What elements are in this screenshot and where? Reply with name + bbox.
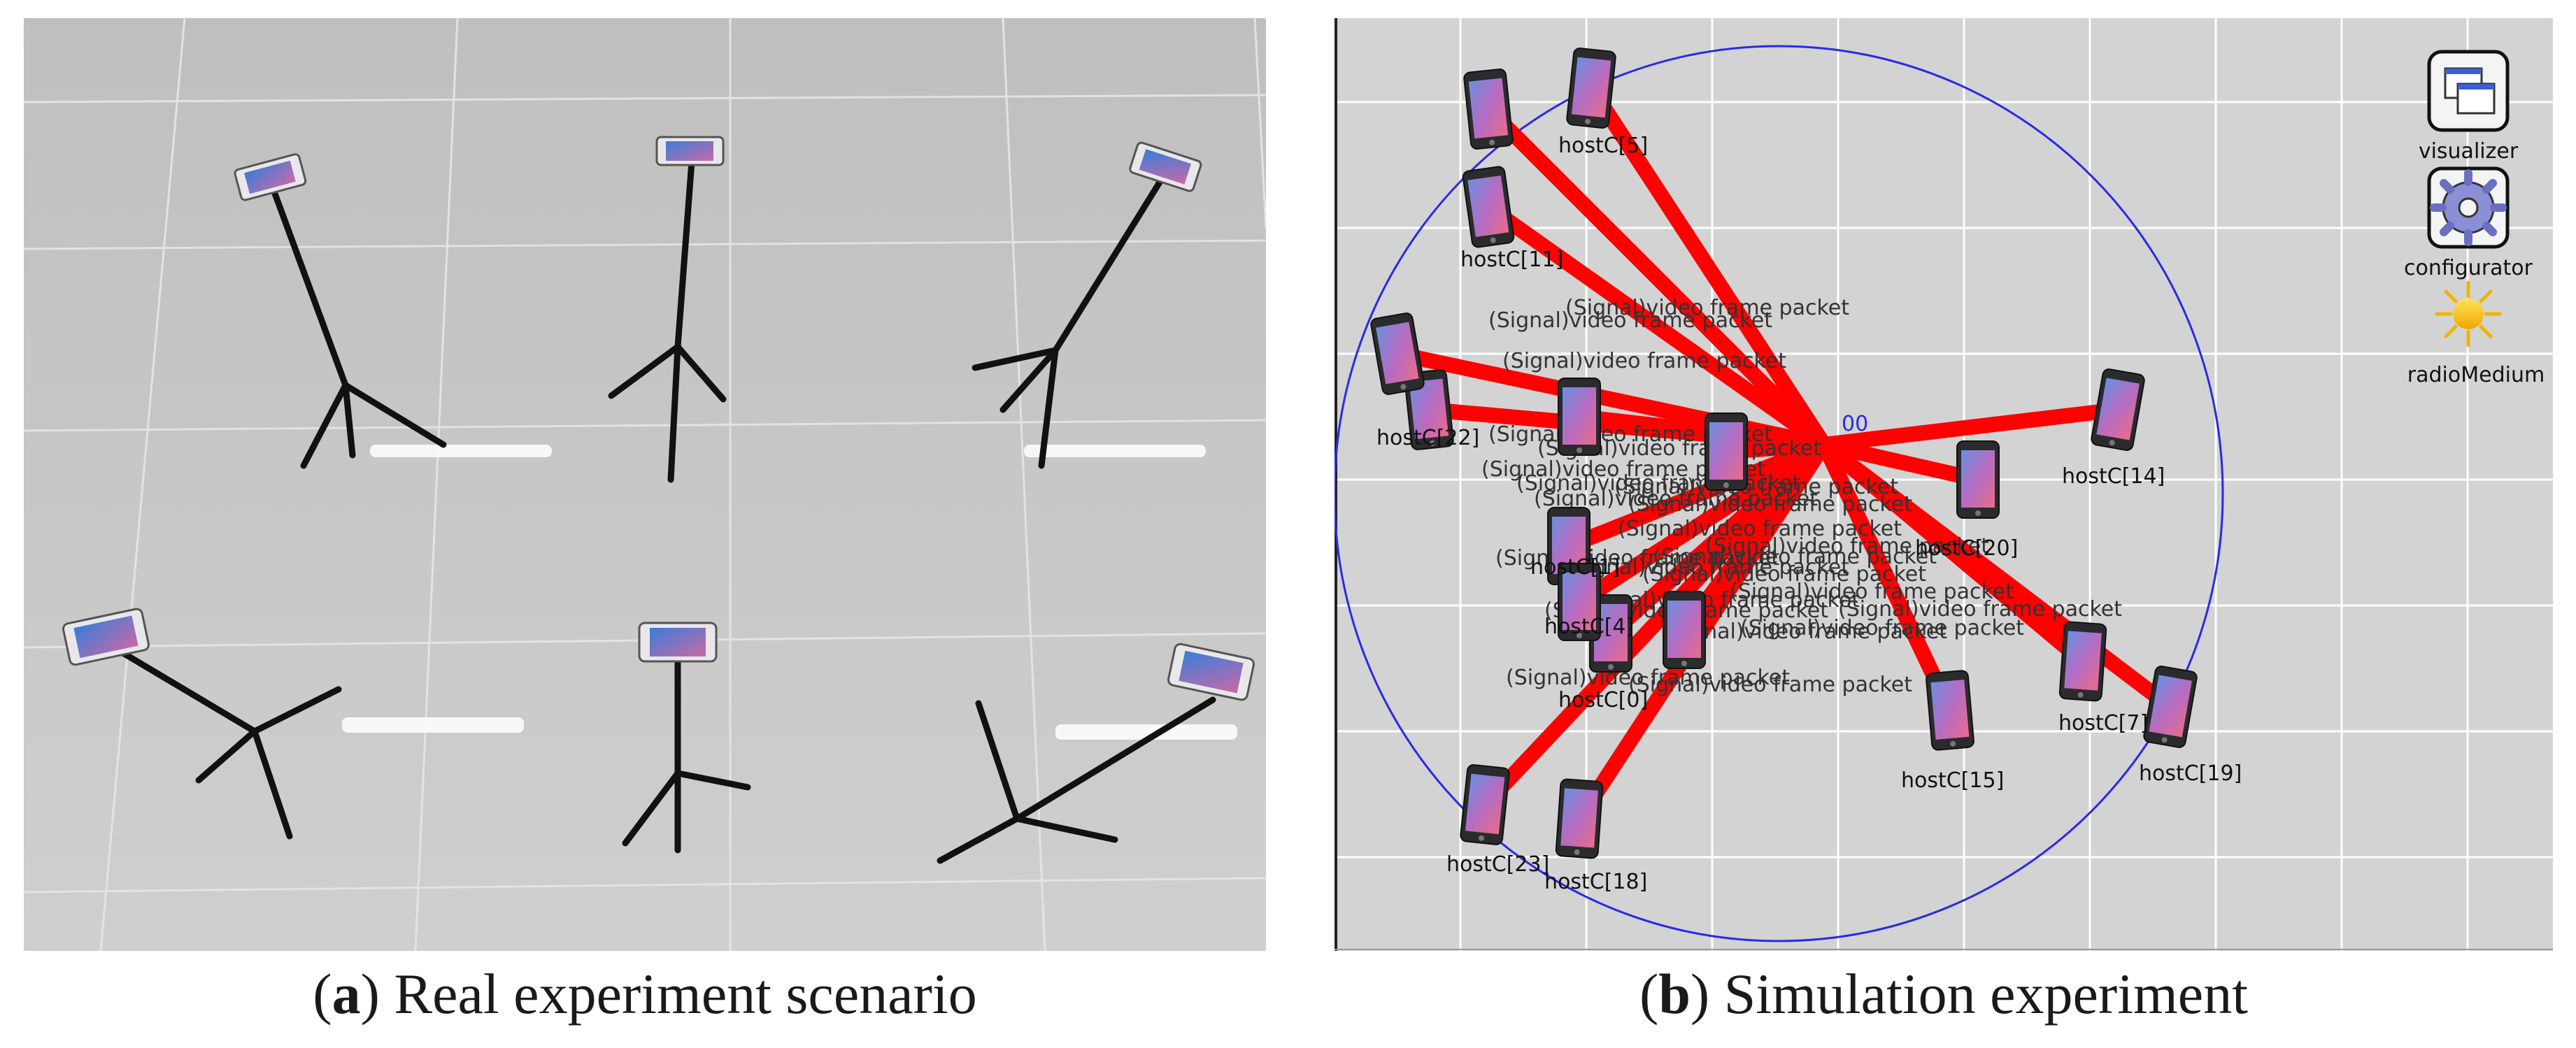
packet-label: (Signal)video frame packet bbox=[1488, 308, 1772, 333]
packet-label: (Signal)video frame packet bbox=[1663, 619, 1947, 644]
range-circle bbox=[1335, 45, 2224, 942]
host-label: hostC[15] bbox=[1901, 768, 2004, 793]
host-phone-icon[interactable] bbox=[1460, 764, 1510, 845]
packet-label: (Signal)video frame packet bbox=[1502, 349, 1786, 373]
host-label: hostC[18] bbox=[1544, 870, 1647, 894]
simulation-canvas: (Signal)video frame packet(Signal)video … bbox=[1335, 18, 2553, 951]
host-label: hostC[22] bbox=[1376, 426, 1479, 450]
packet-label: (Signal)video frame packet bbox=[1565, 296, 1849, 320]
host-phone-icon[interactable] bbox=[2091, 368, 2145, 452]
red-link-extra-4 bbox=[1677, 437, 1832, 638]
host-phone-icon[interactable] bbox=[1705, 412, 1748, 491]
packet-label: (Signal)video frame packet bbox=[1618, 517, 1902, 541]
radio-medium-icon[interactable] bbox=[2435, 280, 2502, 347]
red-link-h4 bbox=[1572, 437, 1832, 610]
packet-label: (Signal)video frame packet bbox=[1495, 546, 1779, 570]
red-link-h15 bbox=[1816, 437, 1958, 718]
host-label: hostC[1] bbox=[1530, 555, 1620, 580]
caption-b-letter: b bbox=[1658, 962, 1691, 1026]
host-phone-icon[interactable] bbox=[2058, 621, 2107, 702]
red-link-h19 bbox=[1816, 437, 2178, 715]
packet-label: (Signal)video frame packet bbox=[1653, 545, 1937, 569]
packet-label: (Signal)video frame packet bbox=[1628, 673, 1912, 697]
red-link-h5 bbox=[1584, 80, 1832, 452]
caption-b: (b) Simulation experiment bbox=[1639, 962, 2248, 1026]
caption-a-letter: a bbox=[332, 962, 361, 1026]
packet-label: (Signal)video frame packet bbox=[1730, 580, 2014, 604]
photo-illustration bbox=[24, 18, 1266, 951]
host-label: hostC[23] bbox=[1446, 852, 1549, 877]
host-label: hostC[19] bbox=[2139, 761, 2242, 786]
caption-a: (a) Real experiment scenario bbox=[313, 962, 977, 1026]
host-phone-icon[interactable] bbox=[1463, 69, 1514, 150]
host-phone-icon[interactable] bbox=[1558, 563, 1601, 641]
red-link-h1 bbox=[1561, 437, 1832, 554]
packet-label: (Signal)video frame packet bbox=[1838, 597, 2122, 622]
host-phone-icon[interactable] bbox=[2143, 666, 2198, 749]
packet-label: (Signal)video frame packet bbox=[1642, 562, 1926, 587]
host-phone-icon[interactable] bbox=[1555, 778, 1604, 859]
packet-label: (Signal)video frame packet bbox=[1516, 471, 1800, 496]
packet-label: (Signal)video frame packet bbox=[1614, 475, 1898, 499]
visualizer-label: visualizer bbox=[2419, 139, 2519, 164]
range-label: 00 bbox=[1842, 412, 1868, 436]
host-label: hostC[11] bbox=[1460, 247, 1563, 272]
host-phone-icon[interactable] bbox=[1663, 591, 1706, 669]
host-phone-icon[interactable] bbox=[1956, 440, 2000, 519]
packet-label: (Signal)video frame packet bbox=[1740, 616, 2024, 640]
packet-label: (Signal)video frame packet bbox=[1565, 555, 1849, 580]
host-label: hostC[20] bbox=[1915, 536, 2018, 561]
host-label: hostC[14] bbox=[2062, 464, 2165, 489]
host-label: hostC[7] bbox=[2058, 711, 2148, 735]
packet-label: (Signal)video frame packet bbox=[1628, 492, 1912, 517]
host-phone-icon[interactable] bbox=[1370, 313, 1425, 396]
host-phone-icon[interactable] bbox=[1926, 670, 1974, 751]
caption-a-text: Real experiment scenario bbox=[394, 962, 977, 1026]
host-phone-icon[interactable] bbox=[1462, 166, 1515, 248]
red-link-h11 bbox=[1481, 199, 1832, 452]
red-link-h20 bbox=[1816, 437, 1986, 487]
host-phone-icon[interactable] bbox=[1566, 48, 1616, 129]
red-link-extra-0 bbox=[1481, 101, 1832, 452]
configurator-icon[interactable] bbox=[2427, 166, 2510, 249]
host-label: hostC[0] bbox=[1558, 688, 1648, 712]
simulation-network: (Signal)video frame packet(Signal)video … bbox=[1335, 18, 2553, 951]
packet-label: (Signal)video frame packet bbox=[1506, 666, 1790, 690]
visualizer-icon[interactable] bbox=[2427, 50, 2510, 132]
red-link-h14 bbox=[1816, 402, 2126, 452]
host-label: hostC[4] bbox=[1544, 615, 1634, 639]
radio-medium-label: radioMedium bbox=[2407, 363, 2545, 387]
host-label: hostC[5] bbox=[1558, 134, 1648, 158]
configurator-label: configurator bbox=[2404, 256, 2533, 280]
real-experiment-photo bbox=[24, 18, 1266, 951]
caption-b-text: Simulation experiment bbox=[1723, 962, 2248, 1026]
packet-label: (Signal)video frame packet bbox=[1705, 534, 1989, 559]
host-phone-icon[interactable] bbox=[1558, 378, 1601, 456]
